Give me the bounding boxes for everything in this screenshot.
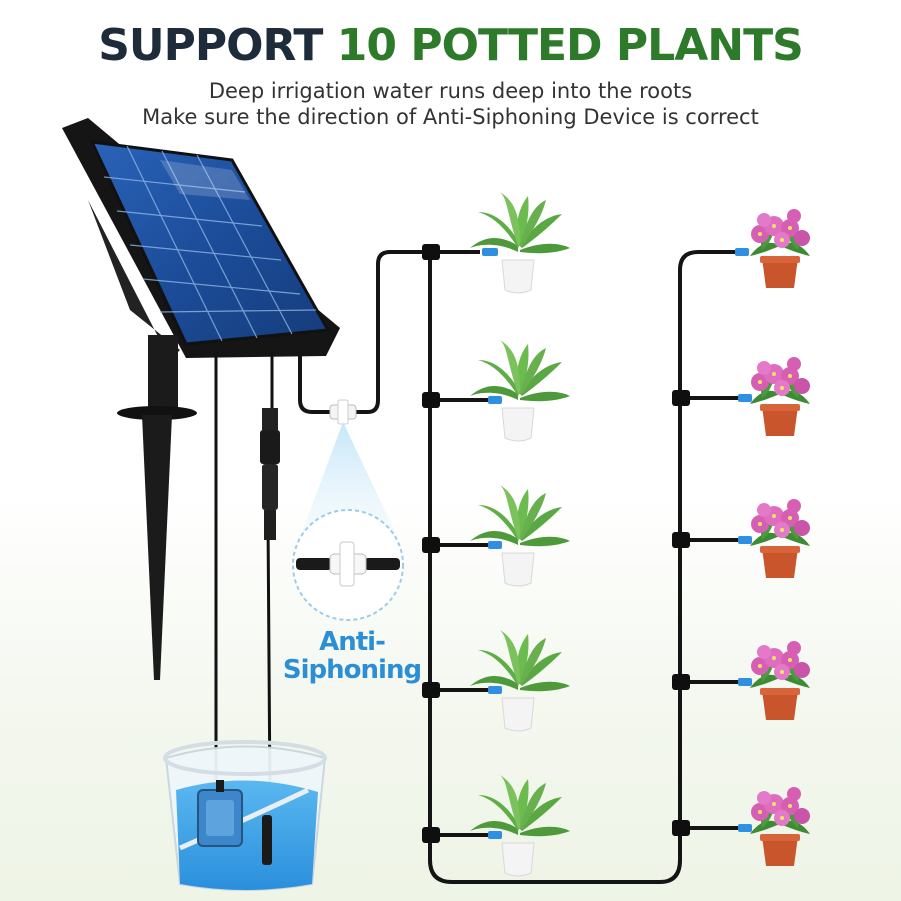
- subtitle-line-2: Make sure the direction of Anti-Siphonin…: [142, 105, 759, 129]
- plant-3: [470, 485, 570, 587]
- plant-2: [470, 340, 570, 442]
- right-plants: [750, 209, 810, 866]
- pump: [197, 780, 243, 847]
- anti-siphon-callout: [292, 422, 404, 621]
- right-branches: [680, 396, 740, 830]
- plant-5: [470, 775, 570, 877]
- subtitle-line-1: Deep irrigation water runs deep into the…: [208, 79, 693, 103]
- drippers: [482, 248, 752, 839]
- solar-panel: [62, 118, 340, 360]
- title-part-dark: SUPPORT: [98, 20, 337, 71]
- anti-siphon-valve: [329, 399, 357, 425]
- page-title: SUPPORT 10 POTTED PLANTS: [0, 20, 901, 72]
- ground-stake: [117, 335, 197, 680]
- anti-siphoning-label-line-1: Anti-: [319, 627, 386, 657]
- anti-siphoning-label-line-2: Siphoning: [282, 655, 422, 685]
- plant-4: [470, 630, 570, 732]
- left-plants: [470, 192, 570, 877]
- title-part-green: 10 POTTED PLANTS: [336, 20, 804, 71]
- water-bucket: [163, 740, 327, 891]
- plant-1: [470, 192, 570, 294]
- tee-joints: [422, 244, 690, 843]
- main-tube: [298, 250, 735, 884]
- plant-8: [750, 499, 810, 578]
- plant-10: [750, 787, 810, 866]
- plant-9: [750, 641, 810, 720]
- plant-7: [750, 357, 810, 436]
- cable-connector: [260, 408, 280, 540]
- plant-6: [750, 209, 810, 288]
- anti-siphoning-label: Anti- Siphoning: [282, 628, 422, 684]
